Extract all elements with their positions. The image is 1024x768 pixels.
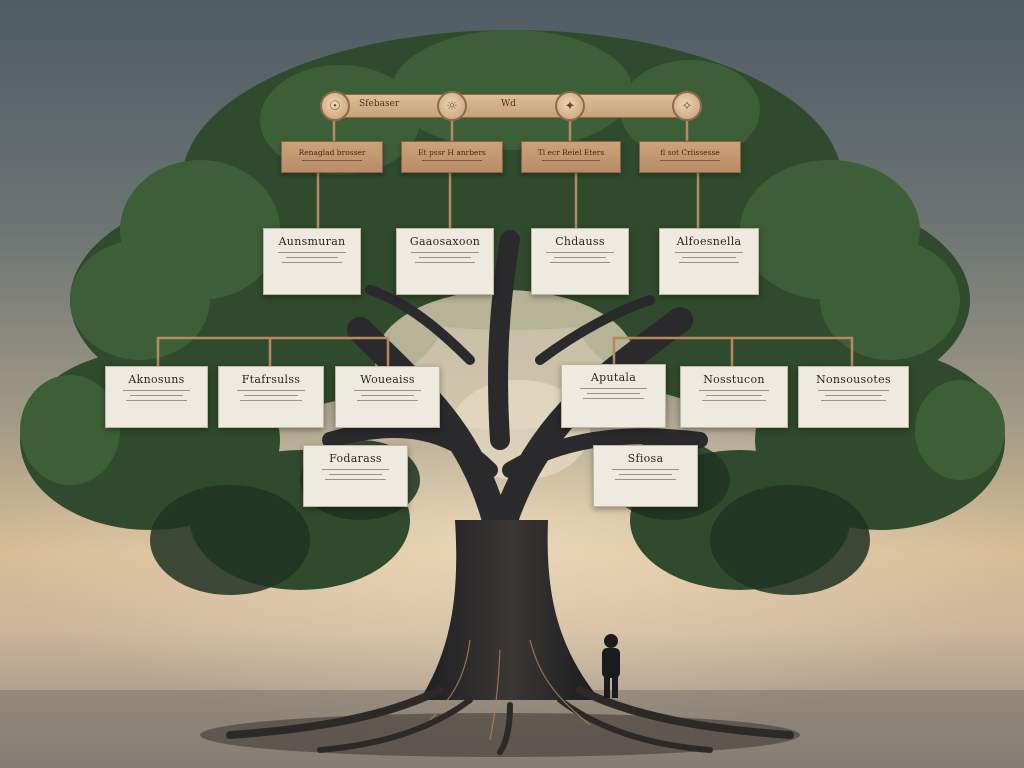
member-name: Nonsousotes: [816, 373, 891, 386]
ancestor-plaque: Renaglad brosser: [281, 141, 383, 173]
ancestor-plaque: Et pssr H anrbers: [401, 141, 503, 173]
member-name: Aknosuns: [128, 373, 185, 386]
family-member-card[interactable]: Woueaiss: [335, 366, 440, 428]
member-name: Nosstucon: [703, 373, 765, 386]
member-name: Aunsmuran: [278, 235, 346, 248]
member-name: Chdauss: [555, 235, 605, 248]
member-name: Alfoesnella: [676, 235, 742, 248]
lineage-rail: Sfebaser Wd: [334, 94, 694, 118]
sun-emblem-icon: ☉: [329, 98, 341, 114]
medallion-2: ☼: [437, 91, 467, 121]
member-name: Fodarass: [329, 452, 382, 465]
star-emblem-icon: ✧: [681, 98, 693, 114]
family-member-card[interactable]: Aknosuns: [105, 366, 208, 428]
rail-label-left: Sfebaser: [359, 99, 400, 109]
medallion-4: ✧: [672, 91, 702, 121]
ancestor-plaque: fl sot Crlissesse: [639, 141, 741, 173]
compass-emblem-icon: ✦: [564, 98, 576, 114]
family-member-card[interactable]: Aunsmuran: [263, 228, 361, 295]
member-name: Aputala: [590, 371, 637, 384]
plaque-label: Renaglad brosser: [298, 148, 366, 157]
crest-emblem-icon: ☼: [446, 98, 458, 114]
member-name: Gaaosaxoon: [409, 235, 481, 248]
ancestor-plaque: Tl ecr Reiel Eters: [521, 141, 621, 173]
family-member-card[interactable]: Aputala: [561, 364, 666, 428]
plaque-label: Tl ecr Reiel Eters: [537, 148, 605, 157]
plaque-label: fl sot Crlissesse: [660, 148, 720, 157]
family-member-card[interactable]: Gaaosaxoon: [396, 228, 494, 295]
family-member-card[interactable]: Nonsousotes: [798, 366, 909, 428]
family-member-card[interactable]: Chdauss: [531, 228, 629, 295]
family-member-card[interactable]: Alfoesnella: [659, 228, 759, 295]
medallion-3: ✦: [555, 91, 585, 121]
member-name: Sfiosa: [627, 452, 664, 465]
rail-label-mid: Wd: [501, 99, 517, 109]
family-member-card[interactable]: Ftafrsulss: [218, 366, 324, 428]
member-name: Woueaiss: [360, 373, 415, 386]
family-member-card[interactable]: Sfiosa: [593, 445, 698, 507]
family-member-card[interactable]: Nosstucon: [680, 366, 788, 428]
member-name: Ftafrsulss: [241, 373, 301, 386]
family-member-card[interactable]: Fodarass: [303, 445, 408, 507]
plaque-label: Et pssr H anrbers: [418, 148, 486, 157]
medallion-1: ☉: [320, 91, 350, 121]
